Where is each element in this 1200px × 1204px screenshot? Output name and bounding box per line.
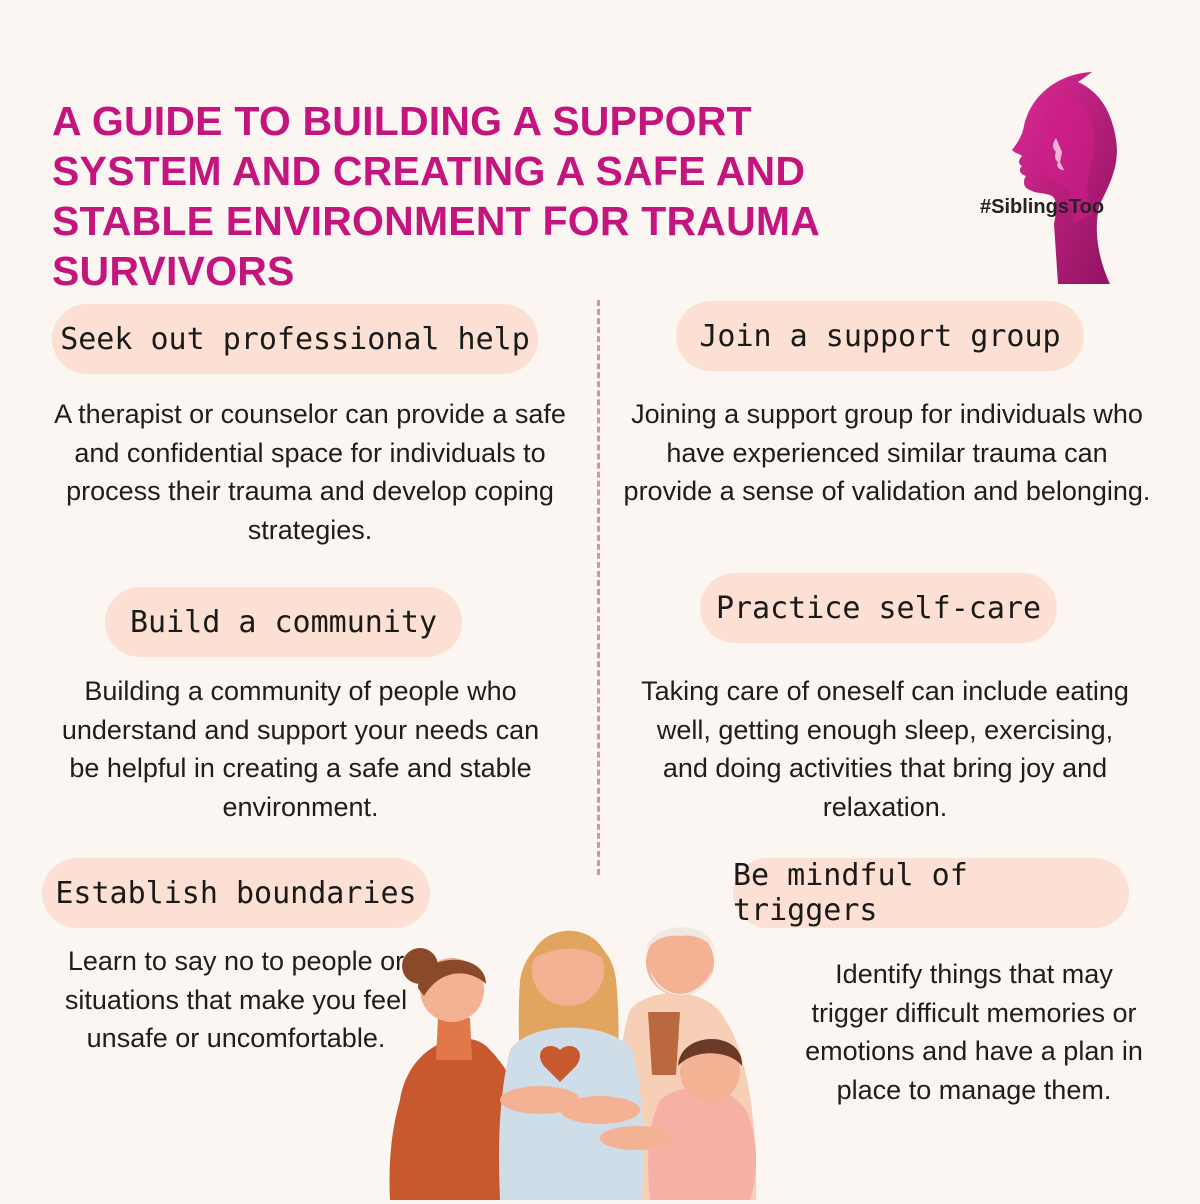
page-title: A guide to building a support system and…	[52, 98, 819, 294]
tip-text-boundaries: Learn to say no to people or situations …	[64, 946, 408, 1053]
tip-text-self-care: Taking care of oneself can include eatin…	[641, 676, 1129, 822]
tip-text-triggers: Identify things that may trigger difficu…	[805, 959, 1143, 1105]
tip-heading-community: Build a community	[105, 587, 462, 657]
tip-heading-professional-help: Seek out professional help	[52, 304, 538, 374]
face-profiles-logo-icon	[1012, 72, 1117, 284]
tip-heading-boundaries: Establish boundaries	[42, 858, 430, 928]
family-hug-illustration	[380, 900, 830, 1200]
tip-heading-support-group: Join a support group	[676, 301, 1084, 371]
tip-heading-self-care: Practice self-care	[700, 573, 1057, 643]
tip-text-professional-help: A therapist or counselor can provide a s…	[54, 399, 566, 545]
tip-text-support-group: Joining a support group for individuals …	[623, 399, 1151, 506]
tip-text-community: Building a community of people who under…	[61, 676, 540, 822]
hashtag-label: #SiblingsToo	[980, 196, 1105, 218]
tip-heading-triggers: Be mindful of triggers	[733, 858, 1129, 928]
column-divider	[597, 300, 600, 875]
siblingstoo-logo: #SiblingsToo	[960, 64, 1140, 284]
family-group-hug-icon	[389, 927, 757, 1200]
